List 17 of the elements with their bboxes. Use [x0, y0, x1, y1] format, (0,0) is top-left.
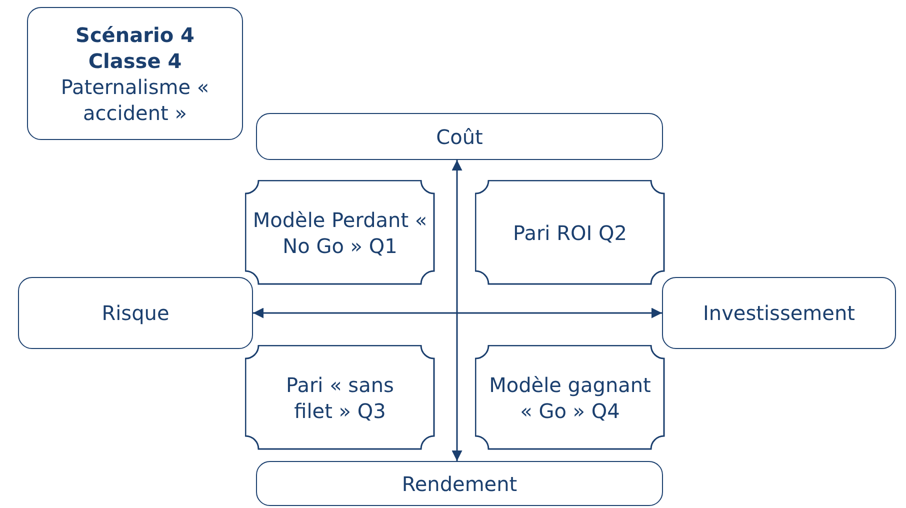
axis-arrow: [253, 308, 662, 318]
quadrant-label: Modèle gagnant « Go » Q4: [488, 372, 652, 424]
scenario-heading: Scénario 4 Classe 4: [74, 22, 196, 74]
axis-label-box: [662, 277, 896, 349]
axis-label: Risque: [102, 300, 170, 326]
axis-label: Investissement: [703, 300, 855, 326]
axis-label-box: [256, 113, 663, 160]
axis-label: Coût: [436, 124, 483, 150]
axis-label-box: [18, 277, 253, 349]
quadrant-label: Modèle Perdant « No Go » Q1: [252, 206, 428, 258]
scenario-card: [27, 7, 243, 140]
scenario-text: Paternalisme « accident »: [60, 74, 210, 126]
axis-arrow: [452, 160, 462, 461]
quadrant-label: Pari ROI Q2: [513, 220, 627, 246]
axis-label: Rendement: [402, 470, 518, 496]
quadrant-label: Pari « sans filet » Q3: [285, 372, 395, 424]
axis-label-box: [256, 461, 663, 506]
